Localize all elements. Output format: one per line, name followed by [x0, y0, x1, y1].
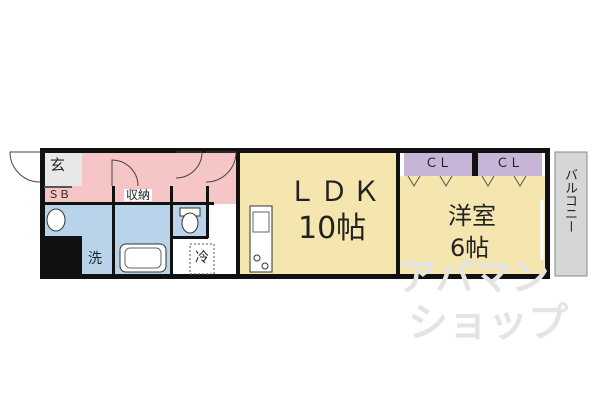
wall-closet-divider — [472, 152, 478, 176]
closet-door-marks — [407, 175, 527, 187]
watermark-line-2: ショップ — [408, 300, 568, 346]
western-room-size: 6帖 — [450, 234, 490, 262]
wall-bath-left — [112, 186, 115, 276]
stove-burner — [261, 262, 269, 270]
wall-wet-area — [44, 202, 214, 205]
shoebox-label: ＳＢ — [48, 188, 70, 201]
closet-2-label: ＣＬ — [496, 156, 523, 171]
wall-left — [40, 148, 45, 279]
fridge-label: 冷 — [195, 250, 209, 266]
ldk-size: 10帖 — [298, 211, 367, 246]
storage-label: 収納 — [124, 188, 153, 202]
wall-ldk-west — [236, 148, 240, 279]
entrance-door — [9, 151, 41, 183]
washbasin — [46, 208, 66, 232]
wall-bath-right — [170, 186, 173, 276]
fridge-space — [189, 243, 215, 275]
balcony-label: バルコニー — [562, 168, 577, 233]
bathtub-inner — [124, 247, 162, 269]
stove-burner — [253, 254, 261, 262]
wall-block — [40, 236, 82, 279]
western-room-floor — [398, 176, 549, 276]
storage-door — [111, 159, 139, 187]
wall-right — [545, 148, 550, 279]
kitchen-sink — [252, 211, 270, 233]
wall-bottom — [40, 274, 549, 279]
ldk-name: ＬＤＫ — [288, 175, 385, 208]
entrance-label: 玄 — [50, 156, 66, 174]
wall-ldk-bedroom — [396, 148, 400, 279]
closet-2 — [478, 152, 542, 176]
watermark-line-1: アパマン — [398, 255, 550, 299]
closet-1-label: ＣＬ — [425, 156, 452, 171]
wall-shoebox — [44, 186, 72, 188]
hall-door — [205, 151, 237, 183]
wall-toilet-bottom — [172, 236, 208, 239]
wall-toilet — [206, 186, 209, 238]
toilet-bowl — [181, 212, 199, 234]
closet-1 — [404, 152, 472, 176]
washer-label: 洗 — [88, 251, 102, 267]
wall-top — [40, 148, 549, 153]
balcony — [554, 151, 588, 277]
western-room-name: 洋室 — [448, 202, 496, 230]
toilet-door — [175, 151, 203, 179]
entrance-tiles — [44, 152, 82, 186]
